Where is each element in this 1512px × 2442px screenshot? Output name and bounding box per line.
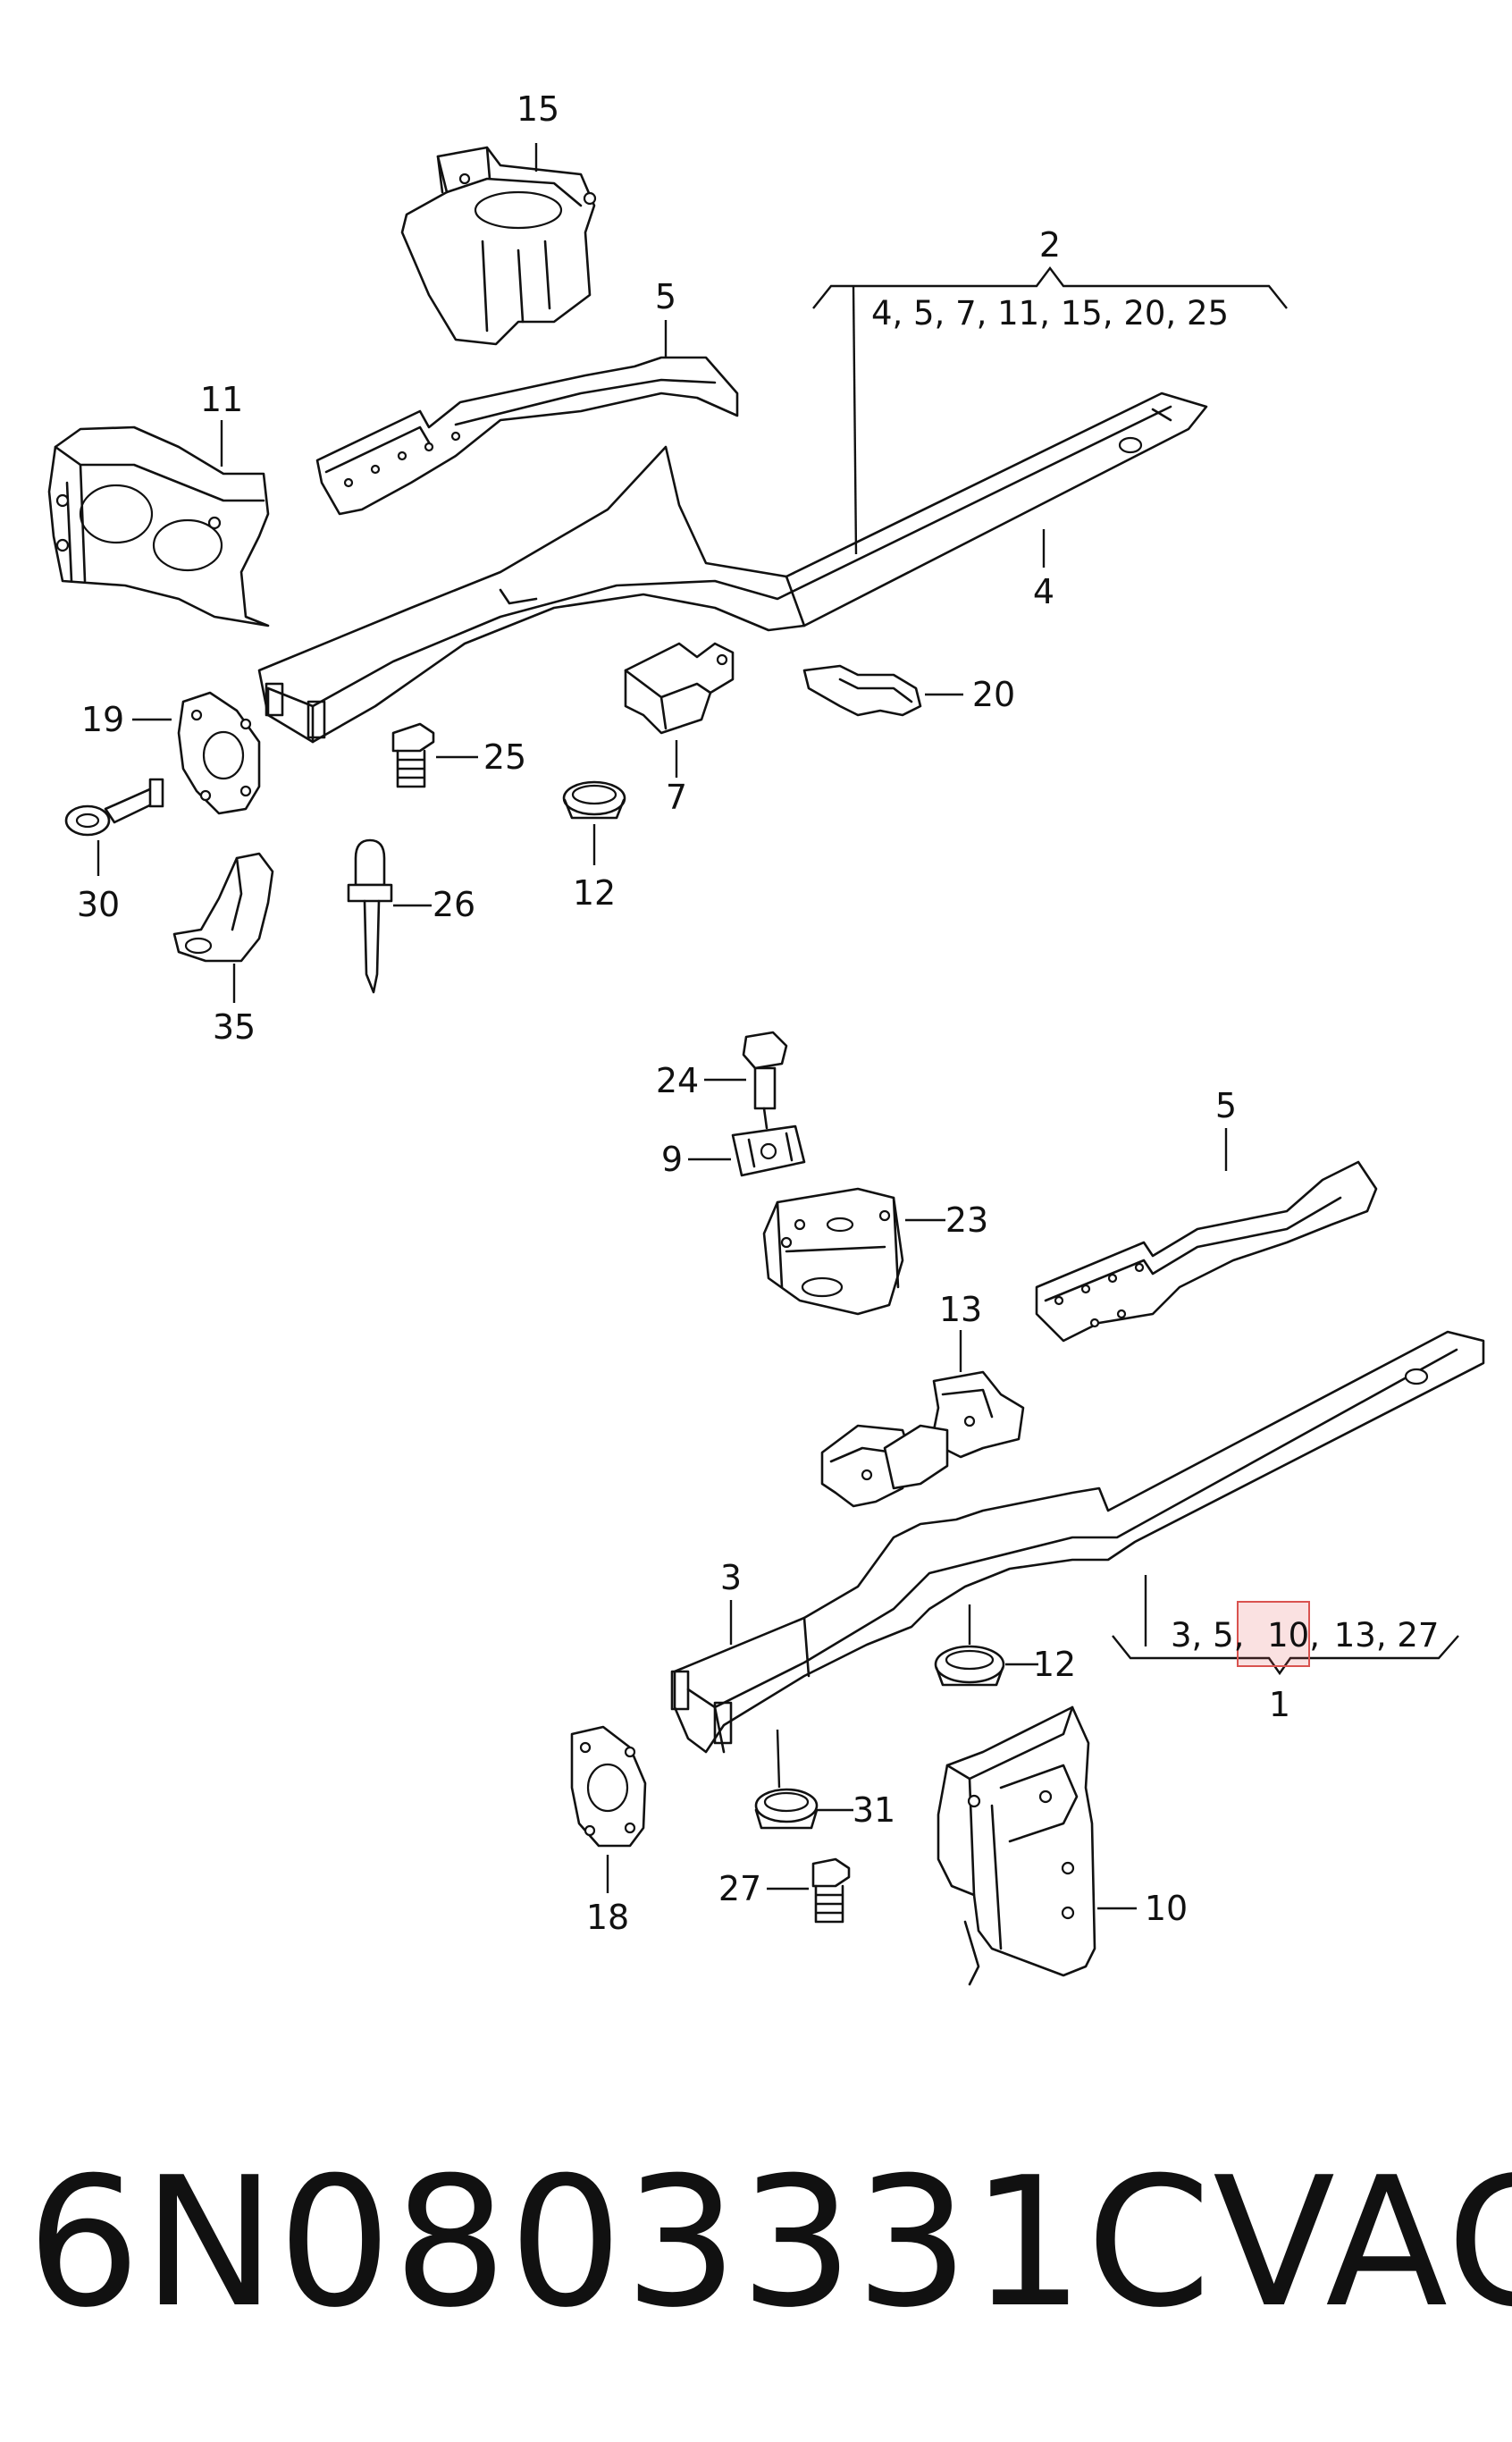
part-35-bracket [172, 852, 274, 963]
callout-20: 20 [972, 675, 1015, 714]
callout-23: 23 [945, 1200, 988, 1240]
callout-19: 19 [81, 700, 124, 739]
callout-7: 7 [666, 778, 687, 817]
callout-12-top: 12 [573, 873, 616, 913]
group-1-members-suffix: 13, 27 [1334, 1616, 1440, 1655]
part-12-bottom-grommet [934, 1645, 1005, 1687]
part-19-plate [177, 691, 261, 815]
callout-15: 15 [517, 89, 559, 129]
part-12-top-grommet [562, 780, 626, 820]
part-27-bolt [811, 1857, 851, 1924]
part-5-top-reinforcement [315, 356, 739, 516]
part-15-bracket [400, 146, 597, 346]
callout-30: 30 [77, 885, 120, 924]
callout-31: 31 [853, 1790, 895, 1830]
callout-35: 35 [213, 1007, 256, 1047]
part-25-bolt [391, 722, 435, 788]
callout-12-bottom: 12 [1033, 1645, 1076, 1684]
part-7-bracket [624, 642, 735, 735]
group-2-bracket [812, 266, 1288, 555]
part-24-bolt [742, 1031, 788, 1110]
callout-1: 1 [1269, 1685, 1290, 1724]
group-1-members: 3, 5, 10, 13, 27 [1171, 1616, 1439, 1655]
part-4-side-member [257, 392, 1208, 744]
leader-31-v [776, 1729, 781, 1789]
callout-2: 2 [1039, 225, 1061, 265]
part-26-rivet [347, 838, 393, 994]
callout-10: 10 [1145, 1889, 1188, 1928]
group-2-members: 4, 5, 7, 11, 15, 20, 25 [871, 294, 1229, 333]
part-3-member [670, 1330, 1485, 1754]
part-number-row: 6N0803331C VAG [27, 2127, 1512, 2360]
part-31-grommet [754, 1788, 819, 1830]
callout-3: 3 [720, 1558, 742, 1597]
callout-13: 13 [939, 1290, 982, 1329]
callout-18: 18 [586, 1898, 629, 1937]
callout-25: 25 [483, 737, 526, 777]
part-5-bottom-reinforcement [1035, 1160, 1378, 1343]
part-11-corner [47, 425, 270, 627]
group-1-members-prefix: 3, 5, [1171, 1616, 1244, 1655]
part-13-brackets [820, 1370, 1025, 1508]
group-1-members-highlight: 10, [1267, 1616, 1320, 1655]
callout-24: 24 [656, 1061, 699, 1100]
part-9-clip [731, 1107, 806, 1177]
part-number: 6N0803331C [27, 2139, 1214, 2347]
part-18-plate [570, 1725, 647, 1848]
part-30-towing-eye [64, 778, 164, 837]
callout-5-bottom: 5 [1215, 1086, 1237, 1125]
part-10-corner [937, 1705, 1096, 1986]
callout-27: 27 [718, 1869, 761, 1908]
highlight-box-10 [1237, 1601, 1310, 1667]
brand-label: VAG [1213, 2139, 1512, 2347]
callout-11: 11 [200, 380, 243, 419]
callout-4: 4 [1033, 572, 1054, 611]
part-23-plate [762, 1187, 904, 1316]
callout-5-top: 5 [655, 277, 676, 316]
group-1-bracket [1112, 1575, 1459, 1676]
callout-26: 26 [433, 885, 475, 924]
callout-9: 9 [661, 1140, 683, 1179]
part-20-reinforcement [802, 664, 922, 717]
